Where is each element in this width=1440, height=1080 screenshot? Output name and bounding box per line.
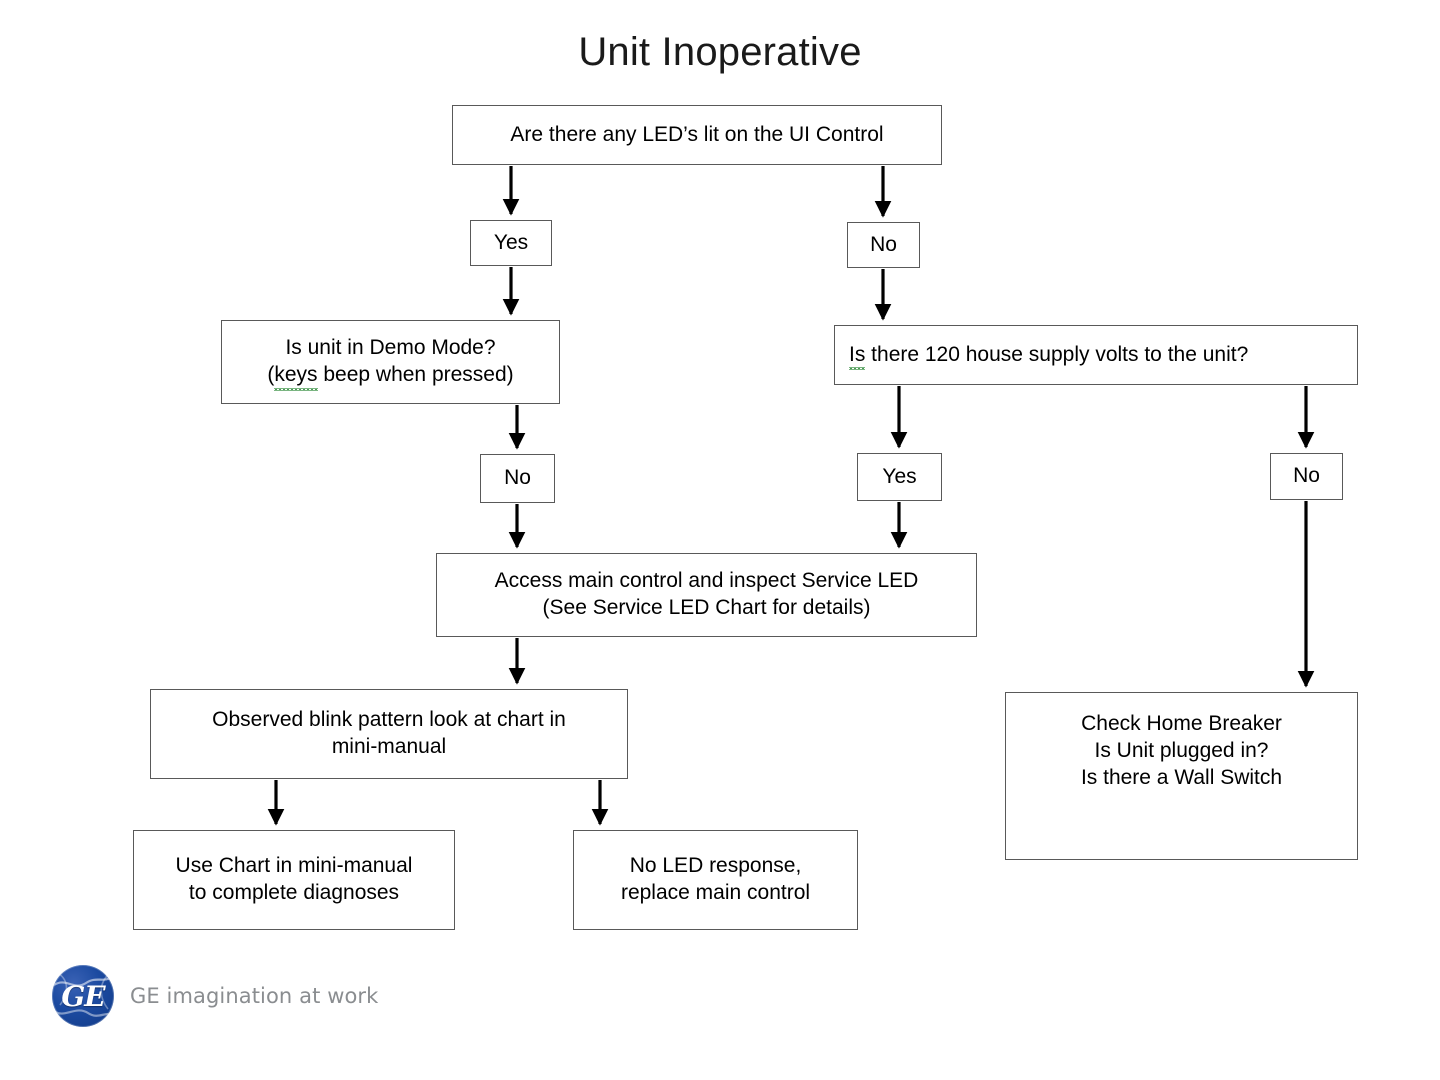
node-volts-no[interactable]: No [1270,453,1343,500]
house-volts-rest: there 120 house supply volts to the unit… [865,342,1249,366]
node-demo-mode[interactable]: Is unit in Demo Mode? (keys beep when pr… [221,320,560,404]
node-demo-no[interactable]: No [480,454,555,503]
node-observed-line1: Observed blink pattern look at chart in [212,708,566,732]
node-use-chart-line1: Use Chart in mini-manual [175,854,413,878]
node-no-led-line2: replace main control [620,881,811,904]
ge-monogram-icon: GE [52,965,114,1027]
house-volts-misspelled-word: Is [849,342,866,371]
demo-line2-prefix: ( [267,363,275,386]
node-observed-line2: mini-manual [331,735,447,758]
node-branch-no-right-label: No [870,232,897,256]
node-no-led-response[interactable]: No LED response, replace main control [573,830,858,930]
ge-tagline: GE imagination at work [130,984,379,1008]
node-demo-no-label: No [504,466,531,490]
ge-monogram-text: GE [61,979,105,1013]
node-check-home-breaker[interactable]: Check Home Breaker Is Unit plugged in? I… [1005,692,1358,860]
node-breaker-line2: Is Unit plugged in? [1094,738,1269,762]
node-use-chart-line2: to complete diagnoses [188,881,400,904]
ge-logo: GE GE imagination at work [52,962,378,1030]
node-breaker-line1: Check Home Breaker [1081,712,1282,735]
demo-line2-misspelled-word: keys [274,362,318,391]
node-volts-yes[interactable]: Yes [857,453,942,501]
node-branch-no-right[interactable]: No [847,222,920,268]
node-access-line1: Access main control and inspect Service … [494,569,919,593]
node-volts-yes-label: Yes [882,464,917,488]
node-access-main-control[interactable]: Access main control and inspect Service … [436,553,977,637]
node-house-volts[interactable]: Is there 120 house supply volts to the u… [834,325,1358,385]
node-branch-yes-left[interactable]: Yes [470,220,552,266]
node-breaker-line3: Is there a Wall Switch [1080,765,1283,789]
node-use-chart[interactable]: Use Chart in mini-manual to complete dia… [133,830,455,930]
node-observed-blink[interactable]: Observed blink pattern look at chart in … [150,689,628,779]
node-branch-yes-left-label: Yes [493,230,529,254]
node-root-question[interactable]: Are there any LED’s lit on the UI Contro… [452,105,942,165]
node-access-line2: (See Service LED Chart for details) [542,596,871,619]
node-volts-no-label: No [1293,464,1320,488]
node-demo-mode-line1: Is unit in Demo Mode? [285,336,496,360]
node-house-volts-line1: Is there 120 house supply volts to the u… [849,342,1249,371]
demo-line2-suffix: beep when pressed) [317,363,514,386]
page-title: Unit Inoperative [578,30,862,74]
node-demo-mode-line2: (keys beep when pressed) [267,362,514,391]
node-no-led-line1: No LED response, [629,854,802,878]
node-root-question-line1: Are there any LED’s lit on the UI Contro… [510,122,884,146]
